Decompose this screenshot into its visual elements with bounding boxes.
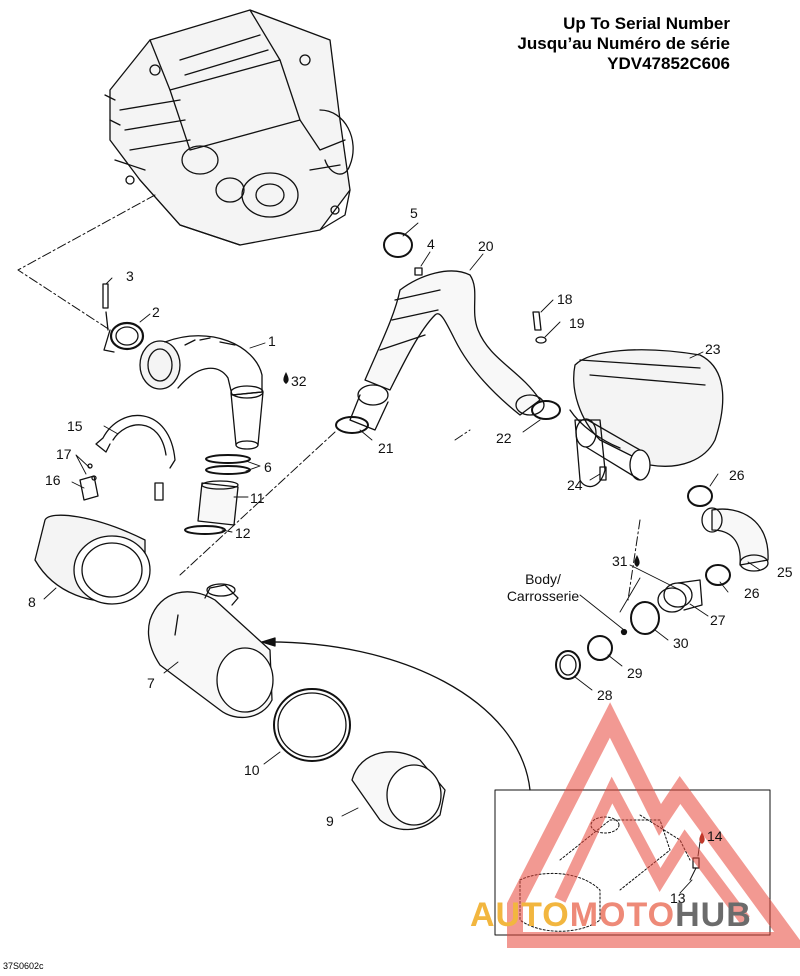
body-label: Body/ Carrosserie bbox=[493, 571, 593, 605]
part-20-hose bbox=[349, 270, 545, 431]
callout-18: 18 bbox=[557, 291, 573, 307]
watermark-part-3: HUB bbox=[675, 896, 752, 934]
callout-4: 4 bbox=[427, 236, 435, 252]
header-line-3: YDV47852C606 bbox=[607, 54, 730, 73]
header-line-1: Up To Serial Number bbox=[563, 14, 730, 33]
callout-26-upper: 26 bbox=[729, 467, 745, 483]
callout-7: 7 bbox=[147, 675, 155, 691]
callout-11: 11 bbox=[250, 490, 265, 506]
figure-code: 37S0602c bbox=[3, 961, 44, 971]
body-label-line-2: Carrosserie bbox=[506, 588, 580, 604]
callout-16: 16 bbox=[45, 472, 61, 488]
oil-drop-icon bbox=[634, 555, 640, 567]
body-label-line-1: Body/ bbox=[525, 571, 561, 587]
part-7-muffler bbox=[147, 583, 274, 719]
callout-21: 21 bbox=[378, 440, 394, 456]
part-23-muffler bbox=[569, 349, 724, 488]
callout-24: 24 bbox=[567, 477, 583, 493]
callout-9: 9 bbox=[326, 813, 334, 829]
oil-drop-icon bbox=[283, 372, 289, 384]
callout-1: 1 bbox=[268, 333, 276, 349]
callout-19: 19 bbox=[569, 315, 585, 331]
callout-28: 28 bbox=[597, 687, 613, 703]
watermark-text: AUTOMOTOHUB bbox=[470, 896, 800, 936]
engine-illustration bbox=[104, 9, 354, 246]
callout-5: 5 bbox=[410, 205, 418, 221]
callout-10: 10 bbox=[244, 762, 260, 778]
watermark-part-2: MOTO bbox=[569, 896, 676, 934]
callout-3: 3 bbox=[126, 268, 134, 284]
callout-29: 29 bbox=[627, 665, 643, 681]
watermark-part-1: AUTO bbox=[470, 896, 570, 934]
callout-6: 6 bbox=[264, 459, 272, 475]
part-1-pipe bbox=[139, 335, 264, 450]
callout-27: 27 bbox=[710, 612, 726, 628]
callout-17: 17 bbox=[56, 446, 72, 462]
callout-23: 23 bbox=[705, 341, 721, 357]
callout-12: 12 bbox=[235, 525, 251, 541]
callout-30: 30 bbox=[673, 635, 689, 651]
callout-15: 15 bbox=[67, 418, 83, 434]
callout-2: 2 bbox=[152, 304, 160, 320]
watermark-logo bbox=[507, 702, 800, 948]
part-8-sleeve bbox=[34, 514, 151, 605]
callout-31: 31 bbox=[612, 553, 628, 569]
callout-20: 20 bbox=[478, 238, 494, 254]
callout-25: 25 bbox=[777, 564, 793, 580]
header-line-2: Jusqu’au Numéro de série bbox=[517, 34, 730, 53]
callout-22: 22 bbox=[496, 430, 512, 446]
callout-13: 13 bbox=[670, 890, 686, 906]
callout-8: 8 bbox=[28, 594, 36, 610]
callout-32: 32 bbox=[291, 373, 307, 389]
callout-14: 14 bbox=[707, 828, 723, 844]
callout-26-lower: 26 bbox=[744, 585, 760, 601]
